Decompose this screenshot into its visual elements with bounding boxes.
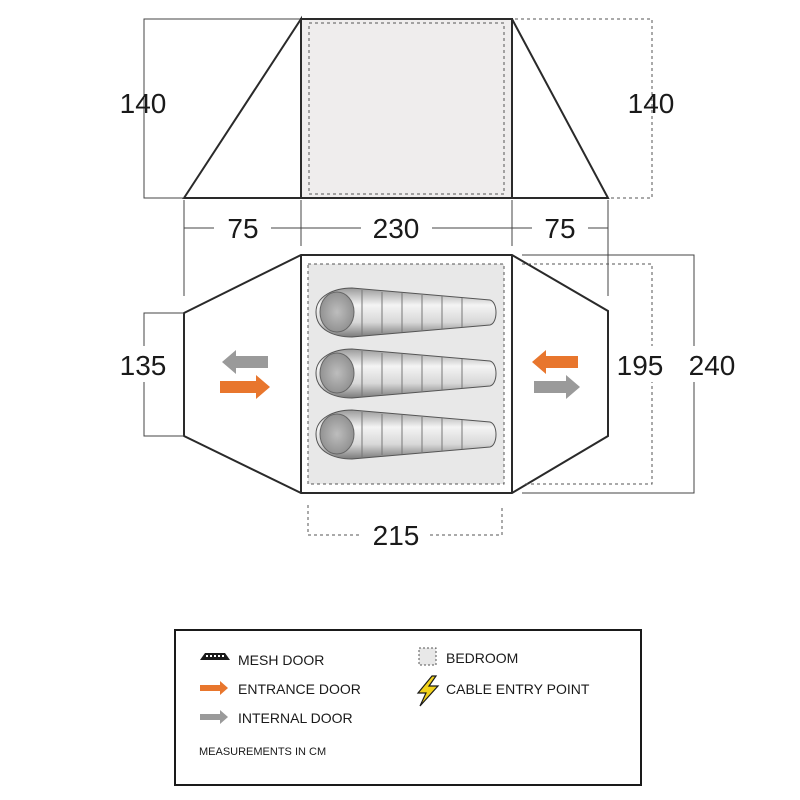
left-height-bracket bbox=[143, 18, 300, 199]
entrance-door-arrow-right bbox=[532, 350, 578, 374]
legend-internal-door-label: INTERNAL DOOR bbox=[238, 710, 353, 726]
side-height-left-label: 140 bbox=[120, 88, 167, 119]
floor-view: 135 195 240 215 bbox=[118, 254, 744, 551]
side-view-bedroom-inner bbox=[308, 22, 505, 195]
internal-door-arrow-right bbox=[534, 375, 580, 399]
lightning-bolt-icon bbox=[416, 675, 440, 707]
width-dimensions: 75 230 75 bbox=[183, 200, 609, 296]
orange-arrow-icon bbox=[200, 681, 228, 695]
sleeping-bag bbox=[315, 409, 497, 460]
right-height-bracket bbox=[515, 18, 653, 199]
width-right-porch-label: 75 bbox=[544, 213, 575, 244]
total-depth-label: 240 bbox=[689, 350, 736, 381]
mesh-door-icon bbox=[200, 653, 230, 660]
entrance-door-arrow-left bbox=[220, 375, 270, 399]
sleeping-bag bbox=[315, 348, 497, 399]
side-view-bedroom bbox=[300, 18, 513, 199]
side-view-left-porch bbox=[182, 15, 302, 199]
side-height-right-label: 140 bbox=[628, 88, 675, 119]
legend-box bbox=[174, 629, 642, 786]
side-view: 140 140 bbox=[120, 15, 675, 199]
width-left-porch-label: 75 bbox=[227, 213, 258, 244]
legend-entrance-door-label: ENTRANCE DOOR bbox=[238, 681, 361, 697]
legend-bedroom-label: BEDROOM bbox=[446, 650, 518, 666]
bedroom-depth-label: 195 bbox=[617, 350, 664, 381]
legend: MESH DOOR ENTRANCE DOOR INTERNAL DOOR BE… bbox=[174, 629, 642, 786]
internal-door-arrow-left bbox=[222, 350, 268, 374]
porch-depth-label: 135 bbox=[120, 350, 167, 381]
grey-arrow-icon bbox=[200, 710, 228, 724]
side-view-right-porch bbox=[511, 18, 610, 199]
sleeping-bag bbox=[315, 287, 497, 338]
dashed-square-icon bbox=[418, 647, 437, 666]
legend-cable-entry-label: CABLE ENTRY POINT bbox=[446, 681, 590, 697]
bedroom-width-bracket bbox=[307, 505, 362, 536]
legend-mesh-door-label: MESH DOOR bbox=[238, 652, 324, 668]
width-bedroom-label: 230 bbox=[373, 213, 420, 244]
legend-measurements-note: MEASUREMENTS IN CM bbox=[199, 746, 326, 758]
bedroom-width-label: 215 bbox=[373, 520, 420, 551]
